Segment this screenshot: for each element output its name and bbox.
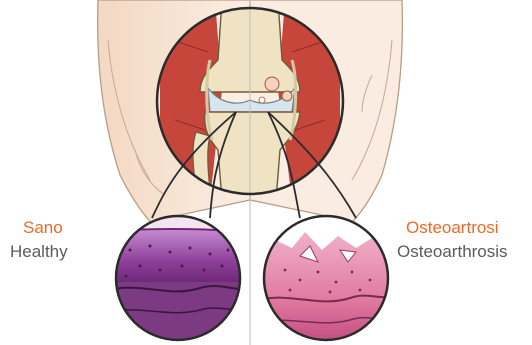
healthy-cartilage-magnifier (110, 216, 250, 342)
osteoarthrosis-label-english: Osteoarthrosis (397, 242, 508, 262)
healthy-label-english: Healthy (10, 242, 68, 262)
osteoarthrosis-label-italian: Osteoartrosi (406, 218, 499, 238)
healthy-label-italian: Sano (23, 218, 63, 238)
damaged-cartilage-magnifier (260, 216, 392, 345)
